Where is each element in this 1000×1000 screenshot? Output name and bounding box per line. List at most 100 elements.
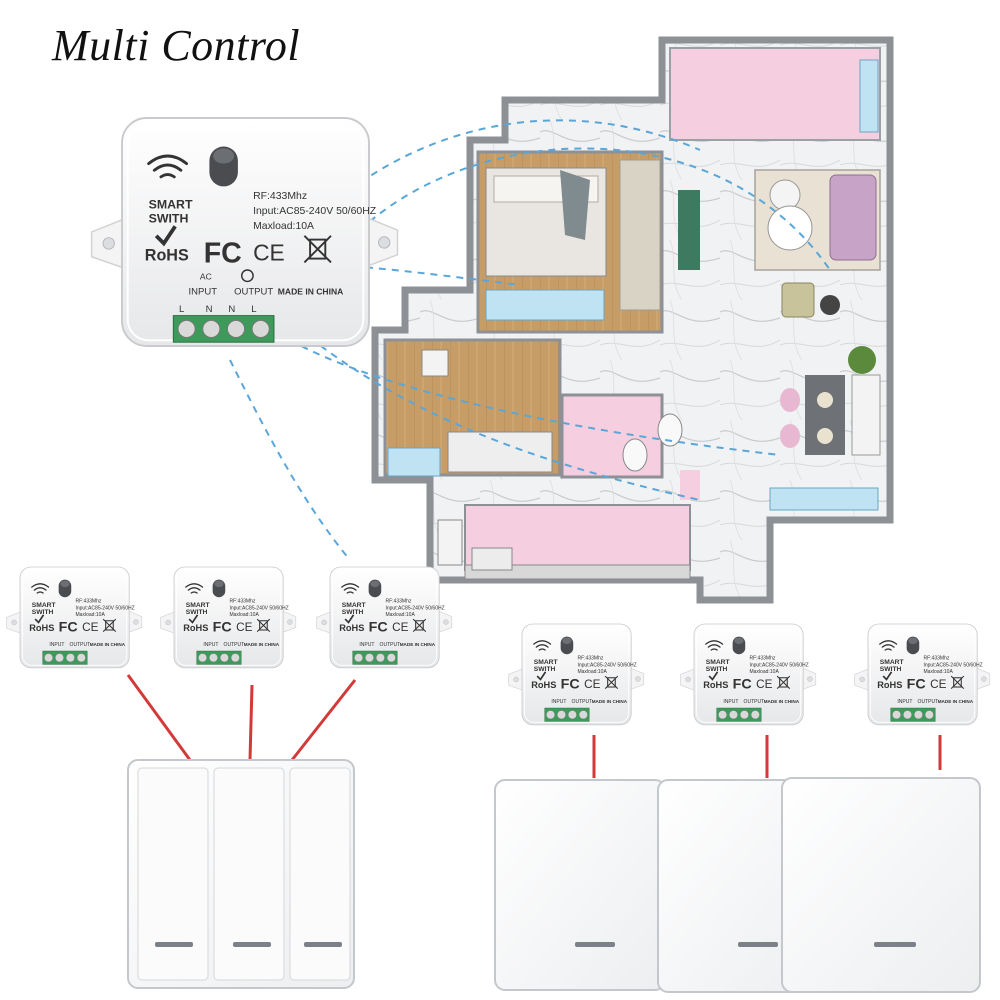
made-in: MADE IN CHINA [938, 699, 974, 704]
weee-bin-icon [102, 618, 117, 633]
brand-line1: SMART [534, 659, 559, 666]
brand-line1: SMART [149, 197, 193, 211]
weee-bin-icon [950, 675, 965, 690]
made-in: MADE IN CHINA [244, 642, 280, 647]
fc-mark: FC [561, 677, 580, 693]
brand-line1: SMART [342, 602, 367, 609]
receiver-module-1: SMART SWITH RF:433Mhz Input:AC85-240V 50… [5, 566, 143, 669]
maxload-spec: Maxload:10A [385, 612, 415, 618]
ce-mark-icon: CE [756, 678, 772, 691]
checkmark-icon [882, 671, 893, 681]
input-label: INPUT [189, 287, 218, 298]
weee-bin-icon [604, 675, 619, 690]
ce-mark-icon: CE [930, 678, 946, 691]
single-wall-switch-3[interactable] [781, 777, 981, 993]
input-spec: Input:AC85-240V 50/60HZ [385, 605, 444, 611]
fc-mark: FC [59, 620, 78, 636]
checkmark-icon [188, 614, 199, 624]
maxload-spec: Maxload:10A [75, 612, 105, 618]
rf-spec: RF:433Mhz [253, 191, 307, 202]
output-label: OUTPUT [744, 699, 765, 705]
room-bathroom [560, 393, 664, 479]
receiver-module-5: SMART SWITH RF:433Mhz Input:AC85-240V 50… [679, 623, 817, 726]
terminal-block [716, 707, 762, 722]
rohs-mark: RoHS [183, 623, 208, 633]
input-label: INPUT [49, 642, 64, 648]
maxload-spec: Maxload:10A [253, 221, 314, 232]
ce-mark-icon: CE [82, 621, 98, 634]
receiver-module-2: SMART SWITH RF:433Mhz Input:AC85-240V 50… [159, 566, 297, 669]
brand-line2: SWITH [342, 609, 364, 616]
output-label: OUTPUT [380, 642, 401, 648]
terminal-block [890, 707, 936, 722]
weee-bin-icon [776, 675, 791, 690]
brand-line1: SMART [186, 602, 211, 609]
fc-mark: FC [213, 620, 232, 636]
rohs-mark: RoHS [145, 247, 189, 265]
fc-mark: FC [204, 237, 242, 269]
main-receiver-module: SMART SWITH RF:433Mhz Input:AC85-240V 50… [90, 116, 399, 348]
input-label: INPUT [551, 699, 566, 705]
input-label: INPUT [359, 642, 374, 648]
made-in: MADE IN CHINA [400, 642, 436, 647]
input-spec: Input:AC85-240V 50/60HZ [253, 206, 377, 217]
brand-line2: SWITH [149, 212, 189, 226]
fc-mark: FC [907, 677, 926, 693]
ce-mark-icon: CE [253, 240, 285, 266]
output-label: OUTPUT [234, 287, 273, 298]
single-wall-switch-1[interactable] [494, 779, 666, 991]
input-spec: Input:AC85-240V 50/60HZ [75, 605, 134, 611]
terminal-block [544, 707, 590, 722]
switch-key-3[interactable] [289, 767, 351, 981]
brand-line2: SWITH [32, 609, 54, 616]
checkmark-icon [154, 225, 177, 247]
indicator [575, 942, 615, 947]
checkmark-icon [536, 671, 547, 681]
indicator-2 [233, 942, 271, 947]
switch-key-2[interactable] [213, 767, 285, 981]
receiver-module-4: SMART SWITH RF:433Mhz Input:AC85-240V 50… [507, 623, 645, 726]
rf-spec: RF:433Mhz [385, 599, 411, 605]
weee-bin-icon [303, 235, 332, 264]
ce-mark-icon: CE [392, 621, 408, 634]
room-pink-top [669, 47, 881, 141]
rf-spec: RF:433Mhz [75, 599, 101, 605]
indicator-1 [155, 942, 193, 947]
receiver-module-6: SMART SWITH RF:433Mhz Input:AC85-240V 50… [853, 623, 991, 726]
made-in: MADE IN CHINA [90, 642, 126, 647]
term-l: L [179, 304, 184, 315]
rf-links [229, 119, 831, 561]
brand-line1: SMART [32, 602, 57, 609]
maxload-spec: Maxload:10A [749, 669, 779, 675]
rohs-mark: RoHS [339, 623, 364, 633]
switch-key-1[interactable] [137, 767, 209, 981]
maxload-spec: Maxload:10A [577, 669, 607, 675]
page-title: Multi Control [52, 21, 301, 70]
maxload-spec: Maxload:10A [229, 612, 259, 618]
terminal-block [352, 650, 398, 665]
made-in: MADE IN CHINA [278, 287, 344, 297]
rf-spec: RF:433Mhz [749, 656, 775, 662]
made-in: MADE IN CHINA [592, 699, 628, 704]
brand-line1: SMART [880, 659, 905, 666]
rohs-mark: RoHS [877, 680, 902, 690]
brand-line1: SMART [706, 659, 731, 666]
indicator-3 [304, 942, 342, 947]
brand-line2: SWITH [534, 666, 556, 673]
output-label: OUTPUT [918, 699, 939, 705]
bulb-icon [240, 269, 254, 283]
output-label: OUTPUT [224, 642, 245, 648]
weee-bin-icon [412, 618, 427, 633]
rf-spec: RF:433Mhz [229, 599, 255, 605]
input-label: INPUT [897, 699, 912, 705]
checkmark-icon [344, 614, 355, 624]
indicator [738, 942, 778, 947]
term-n2: N [228, 304, 235, 315]
fc-mark: FC [733, 677, 752, 693]
rohs-mark: RoHS [29, 623, 54, 633]
rohs-mark: RoHS [703, 680, 728, 690]
term-l2: L [251, 304, 256, 315]
terminal-block [196, 650, 242, 665]
floor-plan [371, 36, 894, 604]
